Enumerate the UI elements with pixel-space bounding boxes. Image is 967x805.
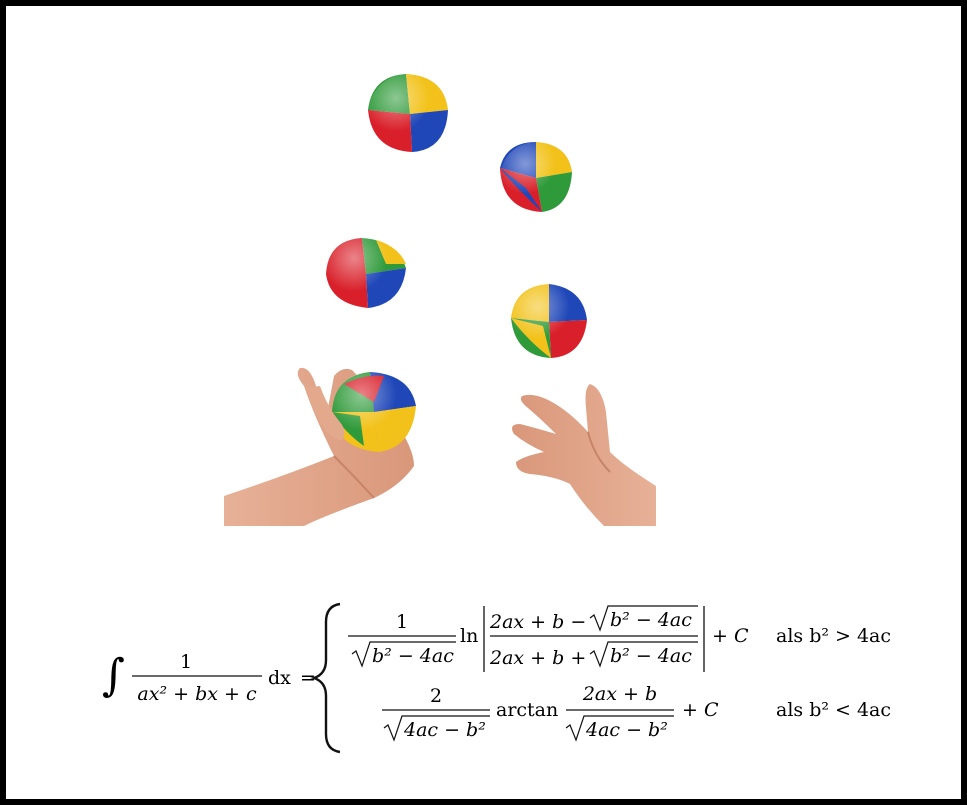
case2-arg-den: 4ac − b² <box>585 719 668 741</box>
case2-condition: als b² < 4ac <box>776 699 891 721</box>
left-thumb <box>306 386 345 440</box>
case1-frac-den: b² − 4ac <box>372 645 454 667</box>
integral-sign: ∫ <box>102 650 125 701</box>
case1-abs-den-root: b² − 4ac <box>610 645 692 667</box>
lhs-denominator: ax² + bx + c <box>137 683 257 705</box>
case2-constant: + C <box>682 699 719 721</box>
case2-frac-num: 2 <box>430 685 442 707</box>
case2-root-sign <box>383 715 490 742</box>
cases-brace <box>310 602 341 754</box>
equals-sign: = <box>300 667 316 689</box>
lhs-numerator: 1 <box>180 651 192 673</box>
juggling-ball <box>326 234 406 314</box>
integral-formula: ∫ 1 ax² + bx + c dx = 1 b² − 4ac ln 2ax … <box>100 598 920 758</box>
case2-arg-num: 2ax + b <box>582 683 657 705</box>
case2-frac-den: 4ac − b² <box>403 719 486 741</box>
case1-abs-num-root-sign <box>589 605 698 632</box>
case1-abs-num-root: b² − 4ac <box>610 609 692 631</box>
case1-ln: ln <box>460 625 478 647</box>
juggling-ball <box>332 370 416 454</box>
juggling-ball <box>500 142 572 214</box>
lhs-differential: dx <box>268 667 291 689</box>
case2-arctan: arctan <box>496 699 558 721</box>
juggling-photo <box>224 36 656 526</box>
case1-root-sign <box>351 641 456 668</box>
juggling-ball <box>368 74 448 154</box>
case1-constant: + C <box>712 625 749 647</box>
right-hand <box>512 384 656 526</box>
case1-condition: als b² > 4ac <box>776 625 891 647</box>
case1-abs-den-root-sign <box>589 641 698 668</box>
case1-abs-den-left: 2ax + b + <box>489 647 586 669</box>
juggling-ball <box>511 284 587 360</box>
case1-frac-num: 1 <box>396 611 408 633</box>
case2-arg-root-sign <box>565 715 674 742</box>
case1-abs-num-left: 2ax + b − <box>489 611 586 633</box>
